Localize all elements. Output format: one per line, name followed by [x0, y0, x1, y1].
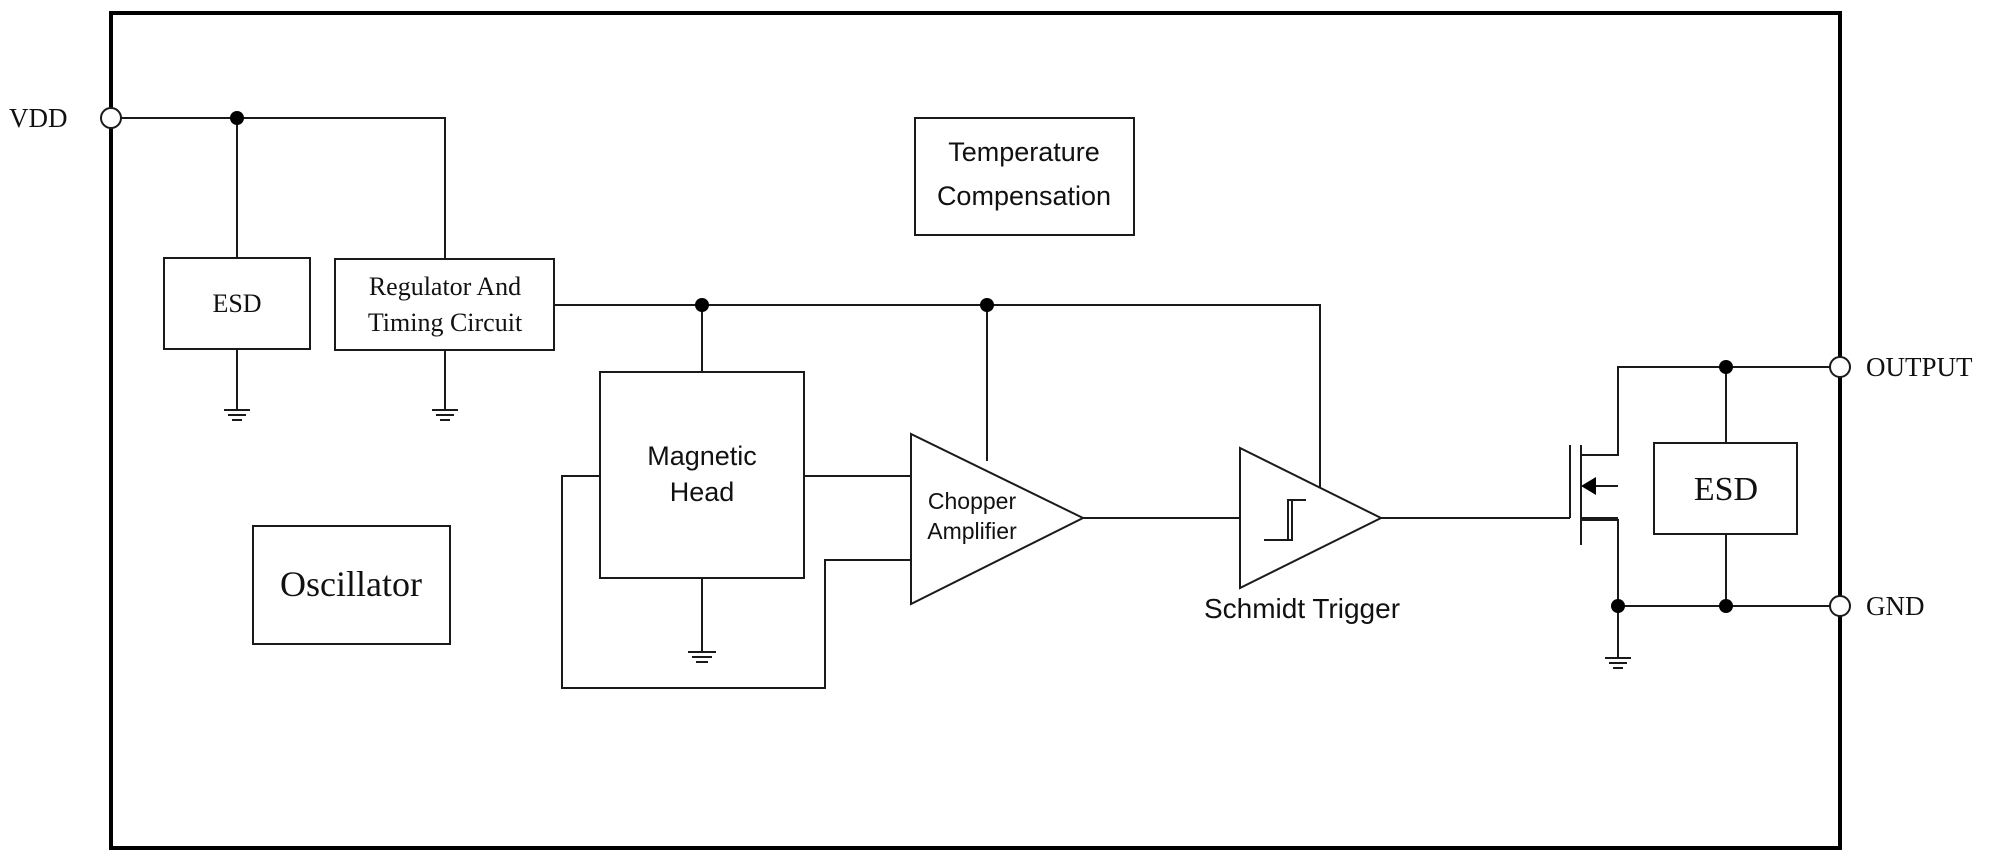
regulator-ground	[432, 350, 458, 421]
chip-boundary	[109, 11, 1842, 850]
gnd-pin-label: GND	[1866, 591, 1925, 621]
esd-left-ground	[224, 349, 250, 421]
hysteresis-icon	[1264, 499, 1306, 541]
junction-dot-gnd-mosfet	[1611, 599, 1625, 613]
output-pin-label: OUTPUT	[1866, 352, 1973, 382]
esd-left-label: ESD	[212, 289, 261, 318]
oscillator-block	[252, 525, 451, 645]
junction-dot-output	[1719, 360, 1733, 374]
esd-right-block	[1653, 442, 1798, 535]
temperature-label-line1: Temperature	[948, 137, 1100, 167]
vdd-rail	[119, 117, 446, 259]
junction-dot-bus-chopper	[980, 298, 994, 312]
regulator-timing-block	[334, 258, 555, 351]
junction-dot-gnd-esd	[1719, 599, 1733, 613]
regulator-label-line2: Timing Circuit	[368, 308, 523, 337]
magnetic-head-ground	[688, 578, 716, 663]
output-pin	[1829, 356, 1851, 378]
vdd-pin-label: VDD	[9, 103, 68, 133]
chopper-label-line1: Chopper	[928, 488, 1017, 514]
regulator-label-line1: Regulator And	[369, 272, 521, 301]
vdd-pin	[100, 107, 122, 129]
junction-dot-vdd	[230, 111, 244, 125]
junction-dot-bus-magnetic	[695, 298, 709, 312]
temperature-label-line2: Compensation	[937, 181, 1111, 211]
sense-wires	[561, 475, 911, 689]
esd-right-label: ESD	[1694, 471, 1758, 508]
oscillator-label: Oscillator	[280, 564, 422, 604]
magnetic-head-block	[599, 371, 805, 579]
temperature-compensation-block	[914, 117, 1135, 236]
schmidt-trigger-label: Schmidt Trigger	[1204, 593, 1400, 624]
magnetic-label-line1: Magnetic	[647, 441, 757, 471]
mosfet-ground	[1605, 606, 1631, 669]
magnetic-label-line2: Head	[670, 477, 735, 507]
schmidt-trigger-triangle	[1239, 446, 1384, 590]
gnd-pin	[1829, 595, 1851, 617]
chopper-amplifier-triangle	[910, 432, 1086, 606]
chopper-label-line2: Amplifier	[927, 518, 1017, 544]
regulated-supply-bus	[554, 304, 1321, 494]
